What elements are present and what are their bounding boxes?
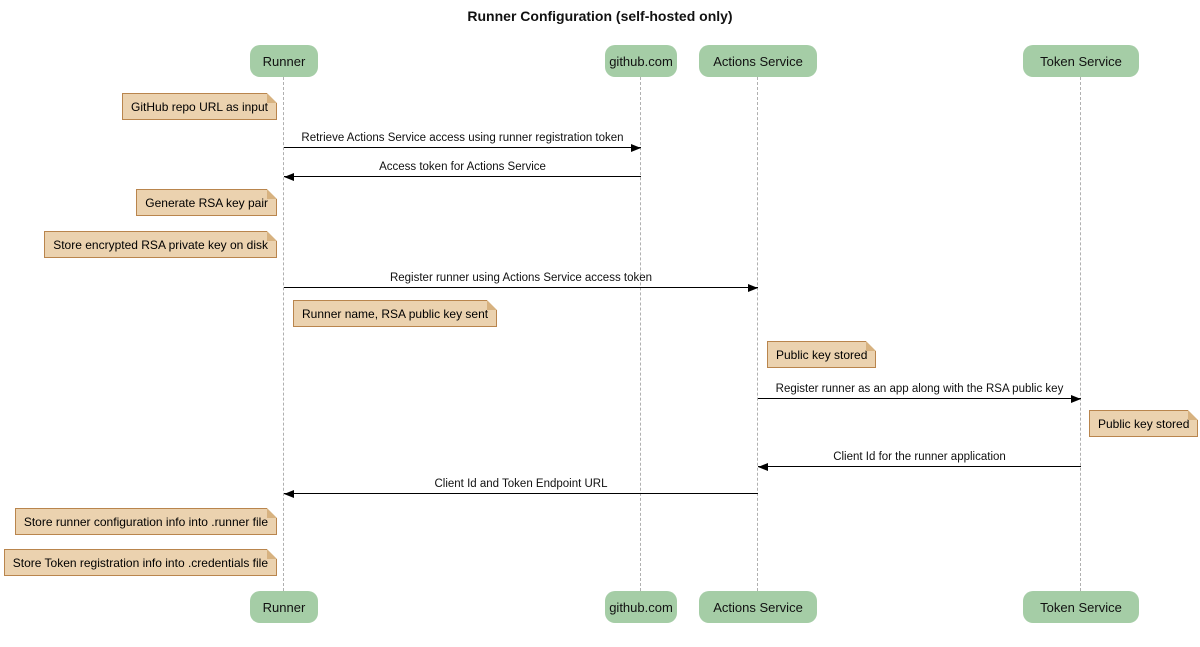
note-store-encrypted-private-key: Store encrypted RSA private key on disk [44, 231, 277, 258]
actor-bottom-github: github.com [605, 591, 677, 623]
message-label: Register runner using Actions Service ac… [389, 272, 653, 284]
actor-label: Token Service [1040, 53, 1122, 69]
actor-bottom-actions-service: Actions Service [699, 591, 817, 623]
actor-label: Runner [262, 53, 306, 69]
message-label: Retrieve Actions Service access using ru… [301, 132, 624, 144]
message-label: Register runner as an app along with the… [775, 383, 1064, 395]
actor-bottom-token-service: Token Service [1023, 591, 1139, 623]
actor-label: Actions Service [713, 599, 803, 615]
actor-label: Runner [262, 599, 306, 615]
actor-label: Actions Service [713, 53, 803, 69]
actor-top-token-service: Token Service [1023, 45, 1139, 77]
message-line [758, 398, 1081, 399]
note-store-token-registration: Store Token registration info into .cred… [3, 549, 278, 576]
lifeline-github [640, 77, 641, 591]
diagram-title: Runner Configuration (self-hosted only) [467, 8, 733, 24]
arrowhead-left-icon [284, 172, 294, 181]
actor-top-runner: Runner [250, 45, 318, 77]
note-github-repo-url-input: GitHub repo URL as input [122, 93, 277, 120]
message-label: Access token for Actions Service [379, 161, 546, 173]
message-line [284, 176, 641, 177]
note-generate-rsa-key-pair: Generate RSA key pair [136, 189, 277, 216]
actor-top-actions-service: Actions Service [699, 45, 817, 77]
message-line [284, 287, 758, 288]
note-store-runner-config: Store runner configuration info into .ru… [14, 508, 278, 535]
actor-label: Token Service [1040, 599, 1122, 615]
actor-top-github: github.com [605, 45, 677, 77]
actor-bottom-runner: Runner [250, 591, 318, 623]
actor-label: github.com [609, 599, 673, 615]
message-line [284, 493, 758, 494]
note-public-key-stored-token-service: Public key stored [1089, 410, 1199, 437]
arrowhead-right-icon [748, 283, 758, 292]
lifeline-runner [283, 77, 284, 591]
arrowhead-left-icon [284, 489, 294, 498]
arrowhead-right-icon [1071, 394, 1081, 403]
message-label: Client Id for the runner application [833, 451, 1006, 463]
arrowhead-right-icon [631, 143, 641, 152]
lifeline-actions-service [757, 77, 758, 591]
message-label: Client Id and Token Endpoint URL [434, 478, 608, 490]
note-public-key-stored-actions-service: Public key stored [767, 341, 877, 368]
message-line [758, 466, 1081, 467]
message-line [284, 147, 641, 148]
arrowhead-left-icon [758, 462, 768, 471]
actor-label: github.com [609, 53, 673, 69]
lifeline-token-service [1080, 77, 1081, 591]
note-runner-name-public-key-sent: Runner name, RSA public key sent [293, 300, 498, 327]
